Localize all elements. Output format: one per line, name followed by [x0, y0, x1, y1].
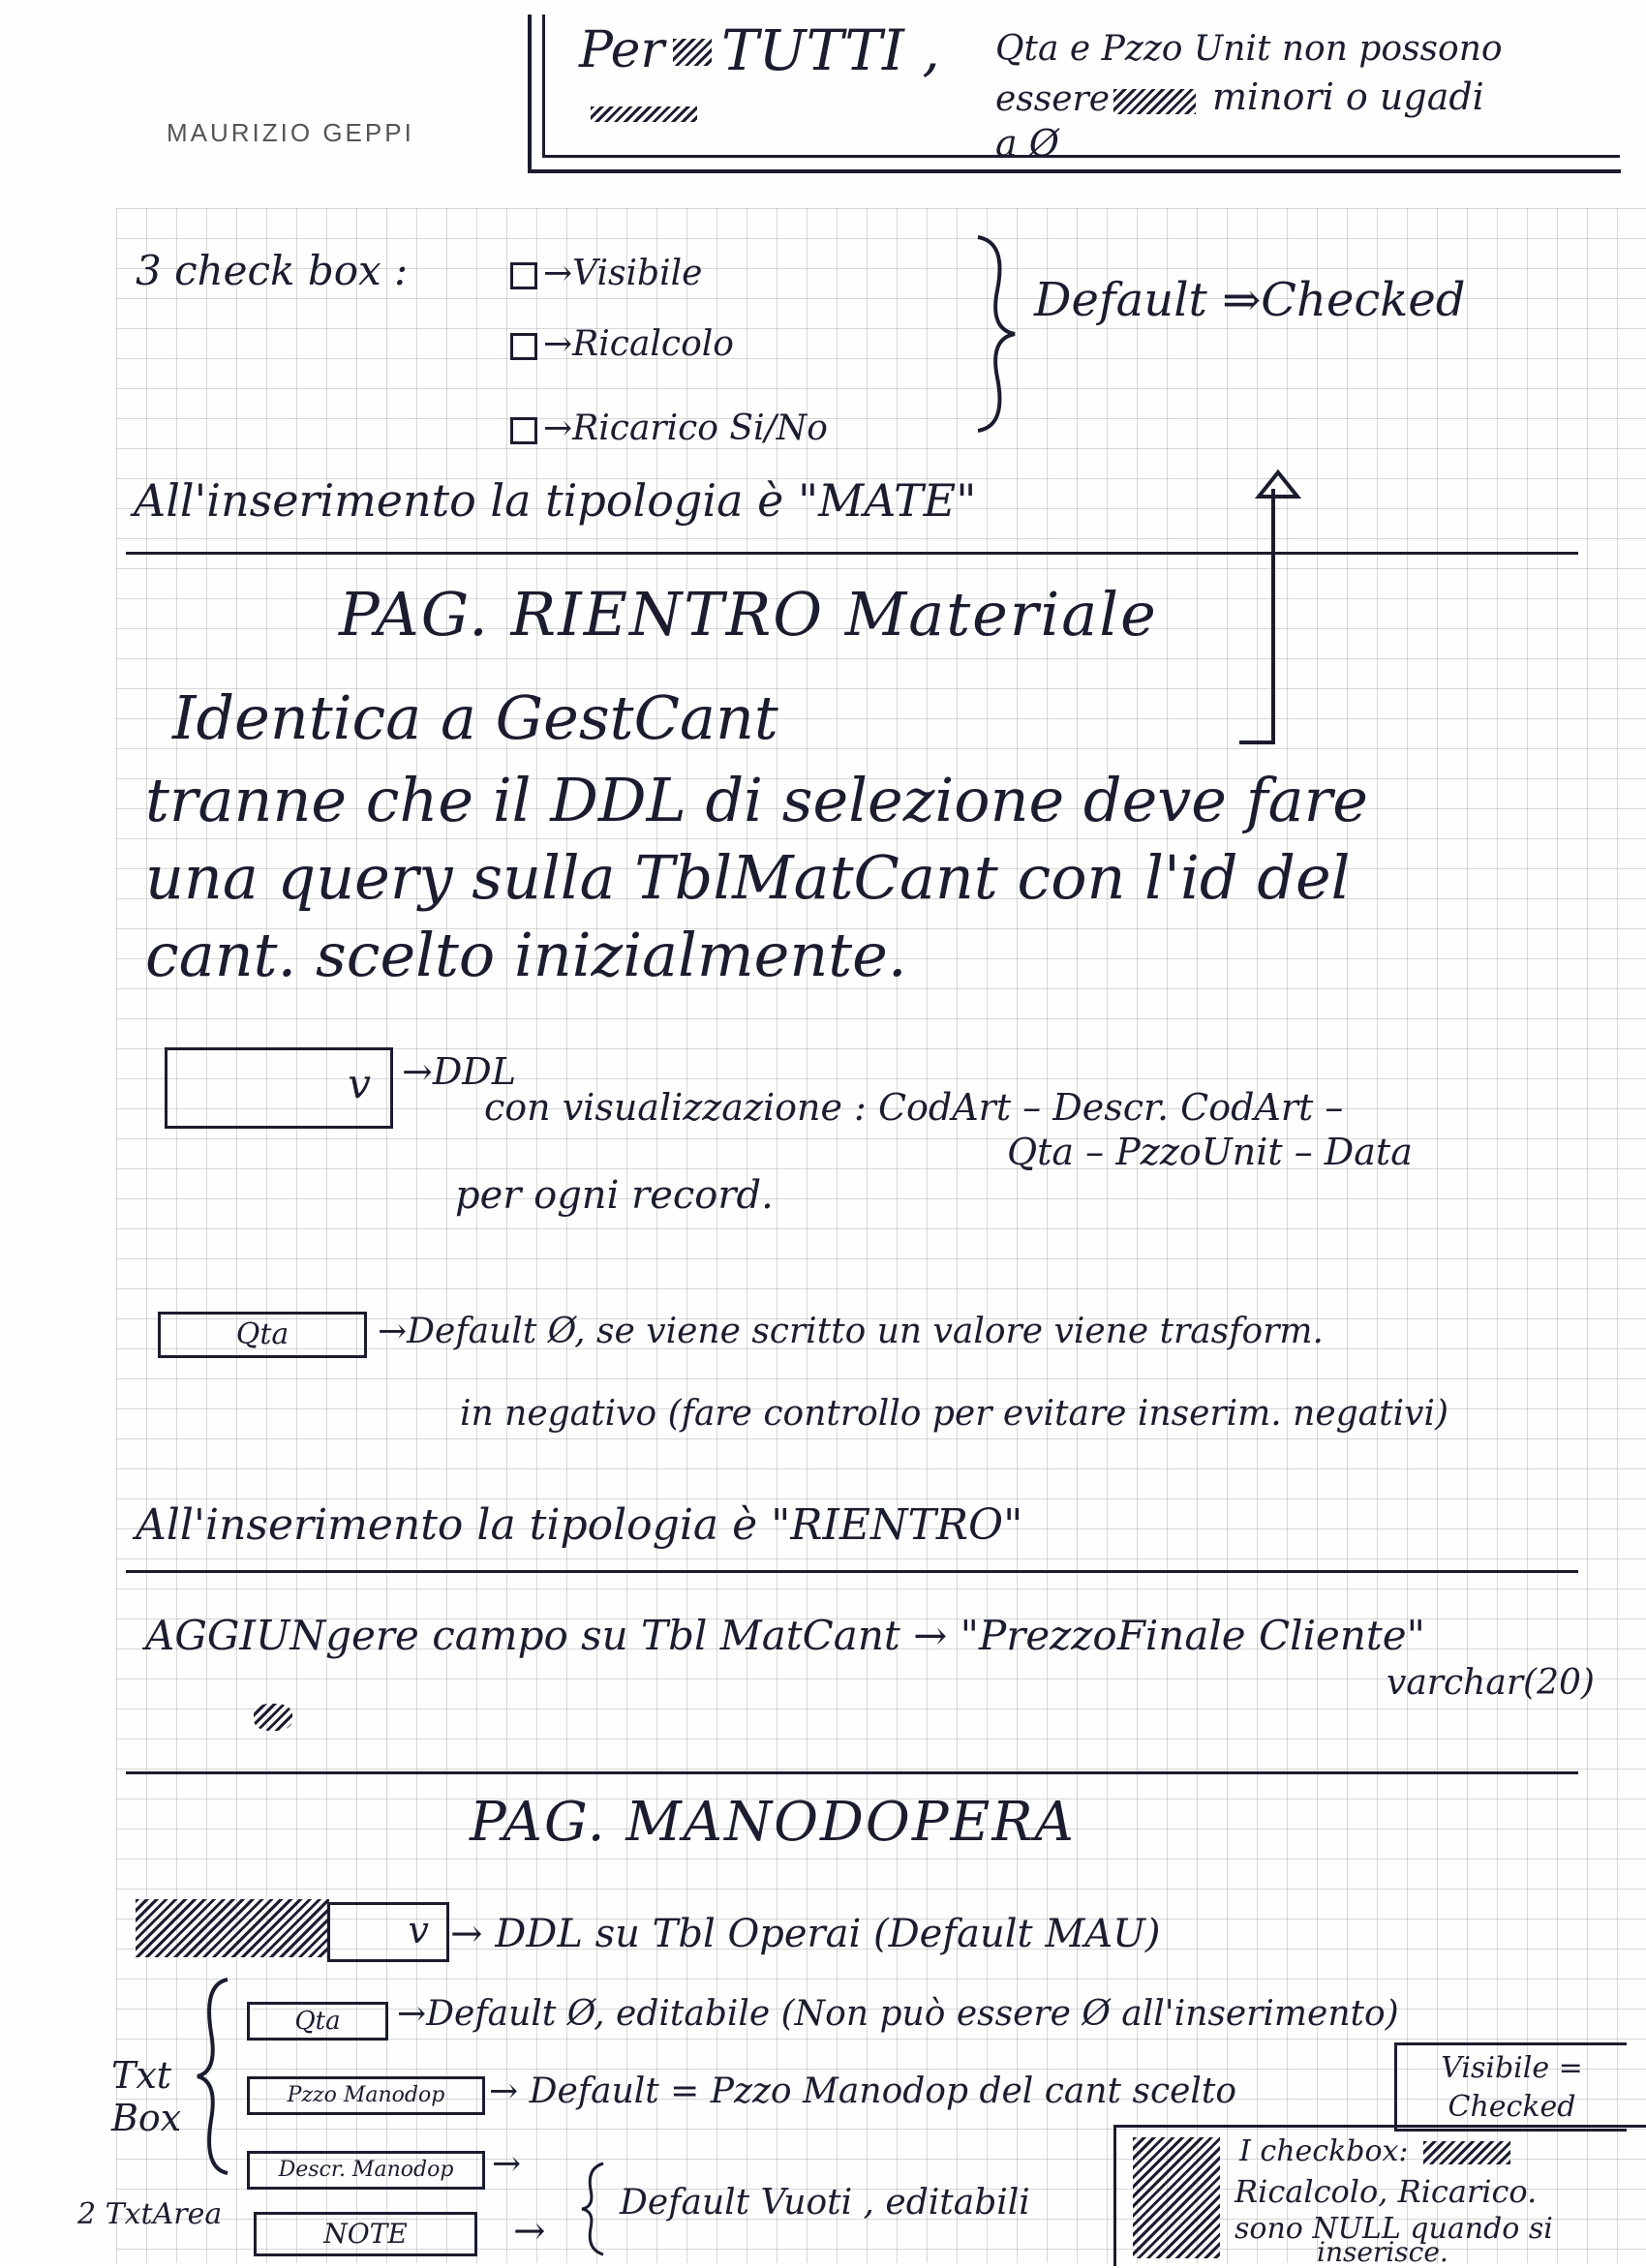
checkbox-default: Default ⇒Checked	[1034, 273, 1466, 327]
ink-block-scribble	[1133, 2137, 1220, 2258]
strikethrough-scribble	[136, 1899, 329, 1957]
manodopera-note-textarea[interactable]: NOTE	[254, 2212, 477, 2256]
checkbox-item-ricarico: →Ricarico Si/No	[510, 408, 828, 448]
letterhead: MAURIZIO GEPPI	[167, 118, 414, 147]
rientro-heading: PAG. RIENTRO Materiale	[339, 579, 1158, 650]
manodopera-vuoti-desc: Default Vuoti , editabili	[620, 2183, 1030, 2223]
strikethrough-scribble	[673, 39, 712, 66]
side-note-line1: I checkbox:	[1239, 2134, 1409, 2168]
txt-box-label: Txt Box	[111, 2054, 182, 2139]
insert-mate-line: All'inserimento la tipologia è "MATE"	[134, 474, 977, 527]
strikethrough-scribble	[591, 106, 697, 122]
rientro-ddl-arrow: →DDL	[402, 1050, 517, 1093]
arrow-up-icon	[1254, 469, 1302, 499]
chevron-down-icon: v	[348, 1060, 371, 1107]
curly-brace	[581, 2162, 604, 2256]
rientro-line3: una query sulla TblMatCant con l'id del	[145, 842, 1351, 913]
insert-rientro-line: All'inserimento la tipologia è "RIENTRO"	[136, 1500, 1023, 1550]
manodopera-ddl-dropdown[interactable]: v	[327, 1902, 449, 1962]
visibile-checked-box: Visibile = Checked	[1394, 2042, 1627, 2132]
rientro-ddl-desc1: con visualizzazione : CodArt – Descr. Co…	[484, 1086, 1344, 1129]
manodopera-descr-field[interactable]: Descr. Manodop	[247, 2151, 485, 2190]
manodopera-note-arrow: →	[513, 2209, 546, 2253]
curly-brace	[197, 1978, 229, 2175]
curly-brace	[977, 235, 1016, 433]
divider	[126, 1771, 1578, 1774]
checkbox-item-visibile: →Visibile	[510, 254, 702, 293]
checkbox-intro: 3 check box :	[136, 247, 409, 294]
rientro-ddl-desc2: Qta – PzzoUnit – Data	[1007, 1131, 1413, 1173]
visibile-checked-text: Visibile = Checked	[1441, 2051, 1583, 2124]
manodopera-pzzo-desc: → Default = Pzzo Manodop del cant scelto	[489, 2071, 1237, 2111]
top-note-frame	[528, 15, 1621, 173]
top-note-line1-c: Qta e Pzzo Unit non possono	[995, 29, 1503, 69]
top-note-line2-a: essere	[995, 79, 1111, 119]
rientro-qta-desc1: →Default Ø, se viene scritto un valore v…	[378, 1312, 1324, 1351]
top-note-line1-b: TUTTI ,	[721, 17, 940, 83]
rientro-ddl-dropdown[interactable]: v	[165, 1047, 393, 1129]
top-note-line3: a Ø	[995, 122, 1059, 165]
manodopera-descr-arrow: →	[492, 2144, 522, 2184]
checkbox-label: →Visibile	[543, 254, 703, 293]
checkbox-item-ricalcolo: →Ricalcolo	[510, 324, 734, 364]
manodopera-pzzo-field[interactable]: Pzzo Manodop	[247, 2076, 485, 2115]
side-note-frame	[1113, 2125, 1646, 2266]
strikethrough-scribble	[1423, 2141, 1510, 2164]
side-note-line3: sono NULL quando si	[1234, 2212, 1553, 2246]
strikethrough-scribble	[1113, 89, 1196, 114]
checkbox-icon	[510, 417, 537, 444]
checkbox-label: →Ricarico Si/No	[543, 408, 828, 448]
side-note-line2: Ricalcolo, Ricarico.	[1234, 2173, 1538, 2210]
bracket-connector	[1239, 489, 1275, 744]
checkbox-icon	[510, 262, 537, 289]
manodopera-ddl-desc: → DDL su Tbl Operai (Default MAU)	[450, 1912, 1161, 1956]
rientro-line4: cant. scelto inizialmente.	[145, 920, 907, 990]
top-note-line1-a: Per	[579, 21, 665, 79]
manodopera-qta-field[interactable]: Qta	[247, 2002, 388, 2041]
rientro-qta-desc2: in negativo (fare controllo per evitare …	[460, 1394, 1449, 1434]
rientro-line2: tranne che il DDL di selezione deve fare	[145, 765, 1368, 835]
rientro-line1: Identica a GestCant	[172, 682, 778, 753]
divider	[126, 1570, 1578, 1573]
aggiungere-line2: varchar(20)	[1387, 1663, 1595, 1703]
checkbox-label: →Ricalcolo	[543, 324, 734, 364]
checkbox-icon	[510, 333, 537, 360]
aggiungere-line1: AGGIUNgere campo su Tbl MatCant → "Prezz…	[145, 1612, 1425, 1659]
top-note-frame-inner	[542, 15, 1620, 158]
top-note-line2-b: minori o ugadi	[1212, 76, 1484, 118]
manodopera-qta-desc: →Default Ø, editabile (Non può essere Ø …	[397, 1994, 1399, 2034]
grid-paper	[116, 208, 1646, 2263]
textarea-label: 2 TxtArea	[77, 2197, 223, 2231]
divider	[126, 552, 1578, 555]
manodopera-heading: PAG. MANODOPERA	[470, 1791, 1076, 1854]
side-note-line4: inserisce.	[1317, 2236, 1448, 2268]
chevron-down-icon: v	[408, 1909, 429, 1951]
rientro-ddl-desc3: per ogni record.	[455, 1173, 774, 1218]
ink-blot-scribble	[254, 1704, 292, 1731]
rientro-qta-field[interactable]: Qta	[158, 1312, 367, 1358]
